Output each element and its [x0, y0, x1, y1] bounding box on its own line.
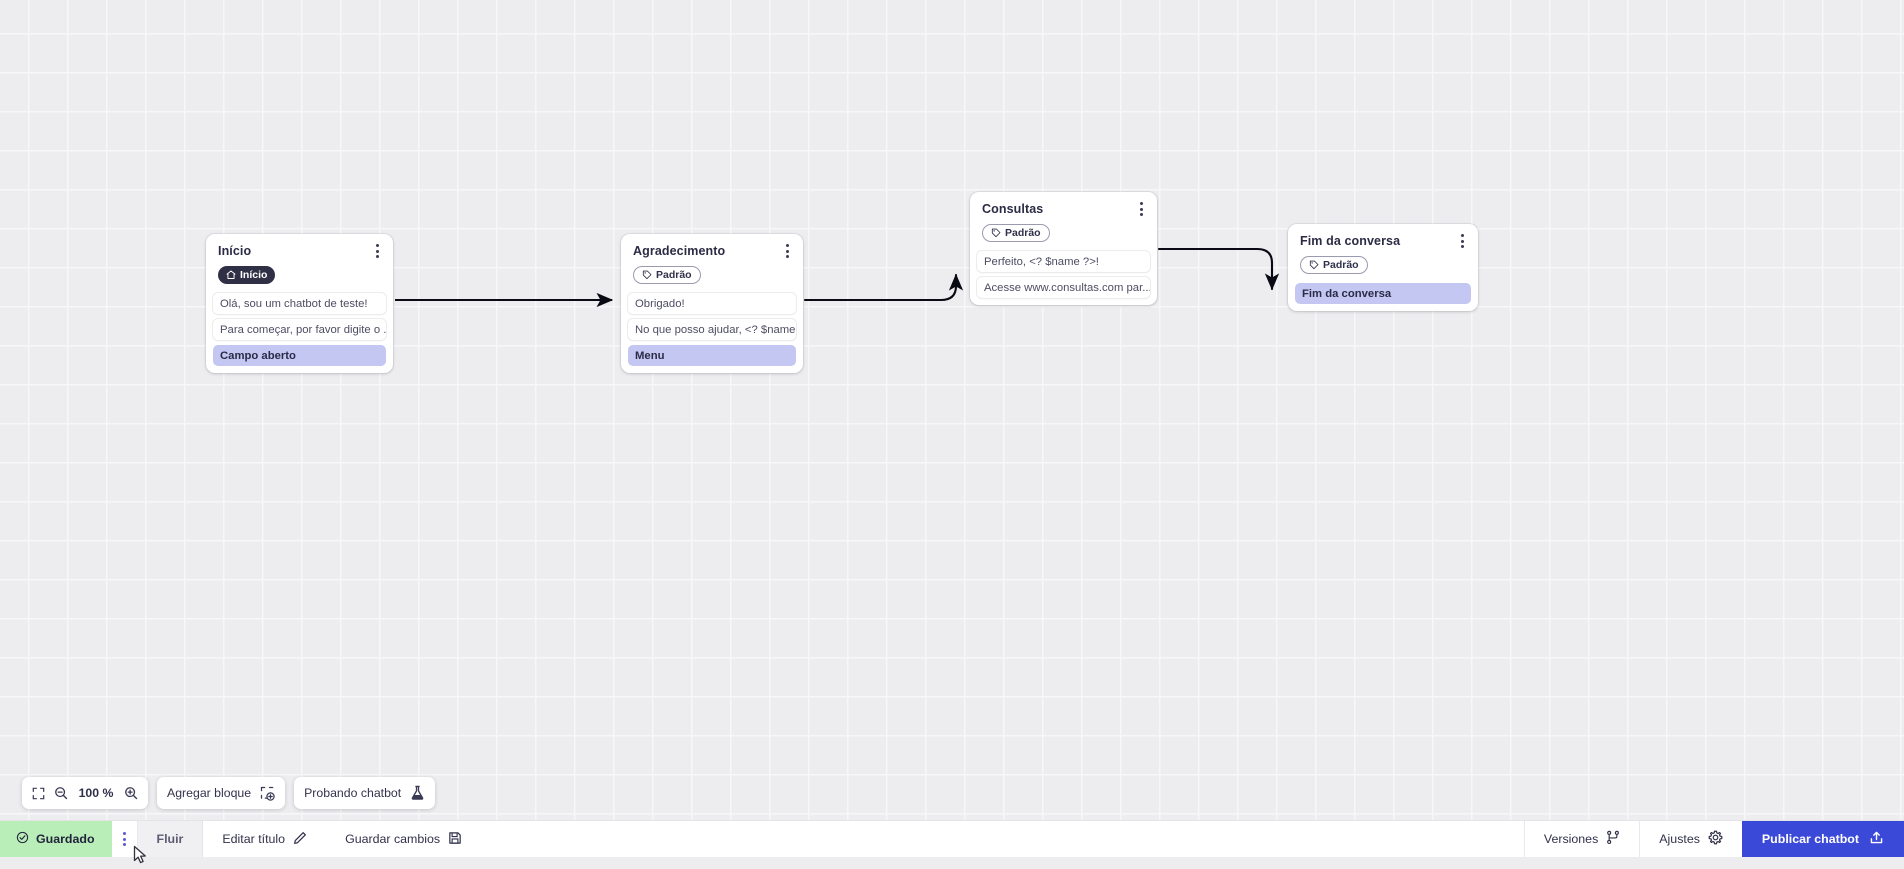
node-badge-row: Padrão	[621, 259, 803, 293]
add-block-icon	[260, 786, 275, 801]
tag-icon	[642, 270, 652, 280]
save-changes-button[interactable]: Guardar cambios	[326, 821, 481, 857]
node-row[interactable]: No que posso ajudar, <? $name ...	[628, 319, 796, 340]
node-title: Início	[218, 244, 252, 258]
tag-icon	[991, 228, 1001, 238]
flask-icon	[410, 785, 425, 801]
node-badge-row: Início	[206, 259, 393, 293]
flow-canvas[interactable]: Início Início Olá, sou um chatbot de tes…	[0, 0, 1904, 820]
node-badge-row: Padrão	[1288, 249, 1478, 283]
node-badge[interactable]: Padrão	[1300, 256, 1368, 274]
flow-node-agradecimento[interactable]: Agradecimento Padrão Obrigado! No que po…	[621, 234, 803, 373]
node-header: Agradecimento	[621, 234, 803, 259]
node-row[interactable]: Perfeito, <? $name ?>!	[977, 251, 1150, 272]
node-rows: Perfeito, <? $name ?>! Acesse www.consul…	[970, 251, 1157, 298]
zoom-out-icon[interactable]	[54, 786, 68, 800]
node-header: Início	[206, 234, 393, 259]
upload-icon	[1869, 830, 1884, 848]
home-icon	[226, 270, 236, 279]
node-row[interactable]: Obrigado!	[628, 293, 796, 314]
status-bar-left: Guardado Fluir Editar título Guardar cam…	[0, 821, 481, 857]
node-row[interactable]: Campo aberto	[213, 345, 386, 366]
versions-button[interactable]: Versiones	[1523, 821, 1639, 857]
edge-consultas-to-fim	[1157, 247, 1280, 291]
publish-chatbot-button[interactable]: Publicar chatbot	[1741, 821, 1904, 857]
gear-icon	[1708, 830, 1723, 848]
connector-layer	[395, 247, 1280, 308]
versions-label: Versiones	[1543, 832, 1599, 846]
node-badge[interactable]: Padrão	[982, 224, 1050, 242]
check-circle-icon	[16, 831, 29, 847]
tag-icon	[1309, 260, 1319, 270]
tab-fluir[interactable]: Fluir	[137, 821, 204, 857]
node-menu-button[interactable]	[1134, 199, 1148, 219]
node-title: Consultas	[982, 202, 1044, 216]
publish-chatbot-label: Publicar chatbot	[1761, 832, 1859, 846]
node-badge-label: Padrão	[1323, 258, 1359, 271]
saved-status-badge: Guardado	[0, 821, 112, 857]
node-row[interactable]: Acesse www.consultas.com par...	[977, 277, 1150, 298]
edge-agradecimento-to-consultas	[803, 273, 964, 302]
test-chatbot-label: Probando chatbot	[304, 786, 402, 800]
settings-label: Ajustes	[1659, 832, 1700, 846]
saved-status-label: Guardado	[36, 832, 95, 846]
zoom-controls: 100 %	[22, 777, 148, 809]
node-title: Agradecimento	[633, 244, 726, 258]
node-badge-label: Padrão	[656, 268, 692, 281]
zoom-in-icon[interactable]	[124, 786, 138, 800]
node-rows: Olá, sou um chatbot de teste! Para começ…	[206, 293, 393, 366]
node-menu-button[interactable]	[1455, 231, 1469, 251]
edit-title-button[interactable]: Editar título	[203, 821, 326, 857]
save-changes-label: Guardar cambios	[345, 832, 441, 846]
settings-button[interactable]: Ajustes	[1639, 821, 1742, 857]
node-header: Fim da conversa	[1288, 224, 1478, 249]
node-title: Fim da conversa	[1300, 234, 1401, 248]
node-row[interactable]: Menu	[628, 345, 796, 366]
node-row[interactable]: Fim da conversa	[1295, 283, 1471, 304]
tab-fluir-label: Fluir	[156, 832, 184, 846]
node-badge-label: Padrão	[1005, 226, 1041, 239]
kebab-menu-icon[interactable]	[112, 821, 138, 857]
node-row[interactable]: Para começar, por favor digite o ...	[213, 319, 386, 340]
zoom-level-value[interactable]: 100 %	[78, 786, 114, 800]
node-menu-button[interactable]	[780, 241, 794, 261]
edit-title-label: Editar título	[222, 832, 286, 846]
fit-screen-icon[interactable]	[32, 787, 45, 800]
pencil-icon	[293, 831, 307, 848]
add-block-button[interactable]: Agregar bloque	[157, 777, 286, 809]
branch-icon	[1606, 830, 1620, 848]
save-disk-icon	[448, 831, 462, 848]
node-row[interactable]: Olá, sou um chatbot de teste!	[213, 293, 386, 314]
bottom-status-bar: Guardado Fluir Editar título Guardar cam…	[0, 820, 1904, 857]
add-block-label: Agregar bloque	[167, 786, 252, 800]
flow-node-consultas[interactable]: Consultas Padrão Perfeito, <? $name ?>! …	[970, 192, 1157, 305]
canvas-toolbar: 100 % Agregar bloque	[22, 777, 436, 809]
node-rows: Obrigado! No que posso ajudar, <? $name …	[621, 293, 803, 366]
node-menu-button[interactable]	[370, 241, 384, 261]
node-badge[interactable]: Início	[218, 266, 276, 284]
node-badge-row: Padrão	[970, 217, 1157, 251]
node-header: Consultas	[970, 192, 1157, 217]
node-rows: Fim da conversa	[1288, 283, 1478, 304]
status-bar-right: Versiones Ajustes Publica	[1523, 821, 1904, 857]
flow-node-inicio[interactable]: Início Início Olá, sou um chatbot de tes…	[206, 234, 393, 373]
node-badge-label: Início	[240, 268, 268, 281]
node-badge[interactable]: Padrão	[633, 266, 701, 284]
flow-node-fim-da-conversa[interactable]: Fim da conversa Padrão Fim da conversa	[1288, 224, 1478, 311]
test-chatbot-button[interactable]: Probando chatbot	[294, 777, 436, 809]
